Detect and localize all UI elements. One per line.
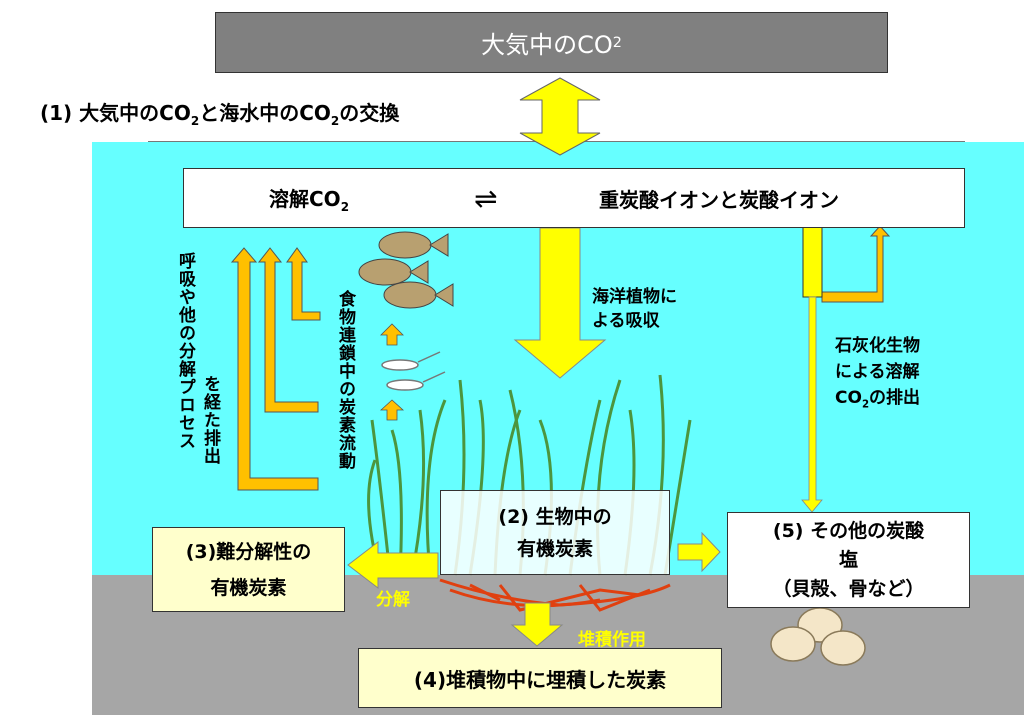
respiration-arrow-inner <box>286 247 321 321</box>
bicarbonate-label: 重炭酸イオンと炭酸イオン <box>599 187 839 212</box>
calcifier-uptake-bar <box>802 224 823 298</box>
fish-illustration <box>358 231 454 309</box>
food-chain-arrow-2 <box>380 323 404 346</box>
shrimp-illustration <box>381 351 446 391</box>
decomposition-label: 分解 <box>376 590 410 610</box>
dissolved-co2-box: 溶解CO2 ⇌ 重炭酸イオンと炭酸イオン <box>183 168 965 228</box>
exchange-title: (1) 大気中のCO2と海水中のCO2の交換 <box>40 101 400 128</box>
food-chain-arrow-1 <box>379 399 405 421</box>
seagrass-roots <box>439 578 671 612</box>
calcifier-return-arrow <box>821 225 891 303</box>
respiration-arrow-middle <box>257 247 319 413</box>
atmosphere-label: 大気中のCO <box>481 31 613 59</box>
equilibrium-arrows-icon: ⇌ <box>474 181 498 215</box>
calcifier-down-arrow <box>801 296 823 513</box>
exchange-double-arrow <box>519 77 601 156</box>
food-chain-label: 食物連鎖中の炭素流動 <box>335 290 355 470</box>
dissolved-co2-label: 溶解CO2 <box>269 186 350 214</box>
respiration-label-line2: を経た排出 <box>200 375 220 465</box>
decomposition-arrow <box>347 540 439 590</box>
organic-carbon-box: (2) 生物中の 有機炭素 <box>440 490 670 575</box>
sediment-carbon-box: (4)堆積物中に埋積した炭素 <box>358 648 722 708</box>
plant-uptake-arrow <box>513 227 607 379</box>
sedimentation-label: 堆積作用 <box>578 630 646 650</box>
refractory-carbon-box: (3)難分解性の 有機炭素 <box>152 527 345 612</box>
carbonate-arrow <box>677 531 721 573</box>
respiration-arrow-outer <box>230 247 319 491</box>
calcifier-label: 石灰化生物 による溶解 CO2の排出 <box>835 336 921 411</box>
sedimentation-arrow <box>510 602 564 647</box>
respiration-label-line1: 呼吸や他の分解プロセス <box>175 252 195 450</box>
plant-uptake-label: 海洋植物に よる吸収 <box>592 287 677 331</box>
carbonate-box: (5) その他の炭酸 塩 （貝殻、骨など） <box>727 512 970 608</box>
shells-illustration <box>770 607 866 666</box>
